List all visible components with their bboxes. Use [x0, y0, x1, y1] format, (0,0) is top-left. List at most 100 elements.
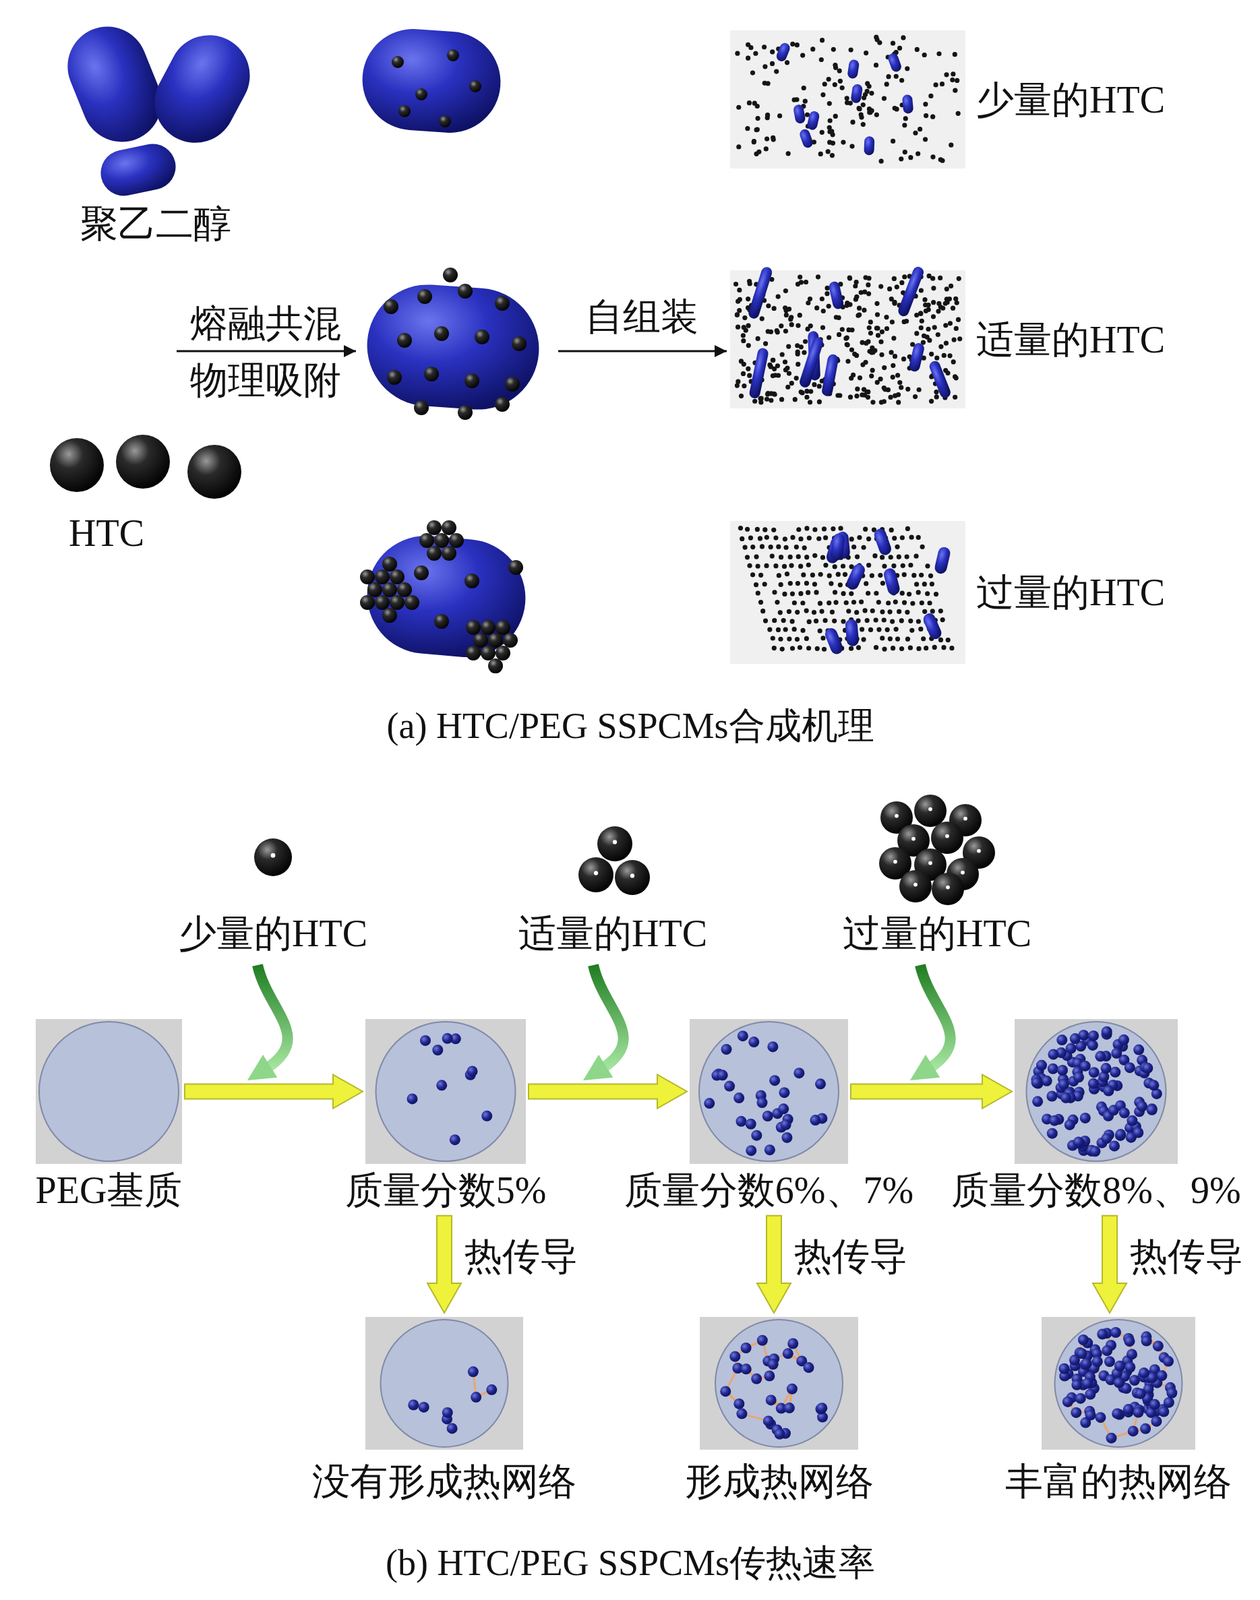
htc-dot [949, 77, 955, 83]
htc-dot [950, 71, 956, 77]
htc-dot [856, 645, 861, 650]
figure-panel: 少量的HTC [246, 830, 300, 956]
htc-particle [1148, 1080, 1159, 1091]
htc-dot [951, 359, 956, 365]
htc-dot [866, 325, 872, 331]
htc-dot [922, 136, 928, 142]
htc-particle [720, 1044, 732, 1056]
htc-particle [1087, 1040, 1099, 1052]
htc-sphere [382, 608, 398, 623]
htc-particle [1062, 1396, 1074, 1408]
htc-dot [909, 628, 915, 634]
htc-particle [432, 1044, 443, 1056]
htc-dot [899, 646, 905, 652]
htc-dot [916, 589, 921, 595]
htc-dot [837, 525, 843, 531]
htc-dot [860, 637, 866, 642]
htc-particle [1059, 1363, 1070, 1375]
htc-dot [767, 626, 772, 632]
htc-sphere [360, 595, 375, 611]
htc-dot [821, 647, 827, 652]
htc-dot [785, 384, 791, 390]
htc-dot [904, 610, 910, 615]
htc-dot [879, 609, 885, 615]
htc-particle [1077, 1334, 1089, 1346]
htc-dot [868, 91, 874, 96]
htc-dot [891, 535, 897, 541]
htc-dot [780, 351, 785, 357]
htc-particle [1089, 1146, 1101, 1157]
htc-particle [735, 1116, 747, 1128]
htc-dot [947, 320, 953, 326]
htc-dot [735, 324, 741, 330]
peg-matrix [1026, 1022, 1167, 1162]
htc-sphere [442, 267, 458, 283]
htc-particle [1127, 1425, 1139, 1437]
htc-dot [824, 291, 830, 296]
htc-particle [1046, 1090, 1058, 1102]
htc-dot [890, 363, 896, 369]
htc-dot [746, 100, 752, 106]
sphere-highlight [894, 814, 899, 819]
htc-sphere [508, 560, 524, 576]
htc-particle [1102, 1085, 1114, 1097]
htc-dot [795, 362, 801, 367]
peg-capsule [821, 353, 840, 398]
htc-sphere [382, 582, 398, 598]
htc-dot [854, 393, 859, 399]
htc-particle [1163, 1397, 1175, 1409]
htc-dot [941, 645, 946, 650]
htc-dot [860, 122, 866, 127]
htc-dot [745, 55, 751, 61]
htc-particle [803, 1362, 815, 1374]
htc-dot [903, 115, 909, 121]
htc-particle [1119, 1107, 1130, 1119]
htc-dot [756, 149, 762, 155]
htc-dot [740, 371, 746, 377]
htc-dot [931, 285, 936, 291]
htc-dot [931, 300, 936, 305]
htc-dot [957, 336, 963, 342]
process-arrows [176, 351, 727, 352]
composite-section [365, 1317, 524, 1451]
htc-dot [815, 646, 820, 652]
panel-label: HTC [68, 512, 145, 555]
htc-dot [898, 384, 904, 390]
htc-dot [826, 304, 832, 309]
htc-dot [792, 397, 798, 402]
feed-arrow [257, 965, 288, 1070]
htc-dot [800, 628, 805, 634]
htc-dot [804, 608, 809, 614]
htc-dot [788, 581, 793, 586]
htc-particle [757, 1335, 768, 1347]
htc-particle [1032, 1096, 1043, 1107]
htc-dot [879, 352, 884, 358]
htc-dot [771, 306, 777, 311]
htc-dot [768, 544, 774, 550]
peg-capsule [823, 626, 845, 656]
htc-dot [878, 284, 884, 290]
htc-dot [905, 526, 911, 532]
htc-dot [781, 618, 787, 623]
htc-dot [916, 387, 922, 393]
htc-dot [804, 395, 809, 400]
htc-dot [924, 563, 930, 569]
htc-dot [773, 535, 778, 541]
htc-dot [788, 554, 793, 560]
htc-dot [765, 112, 770, 118]
htc-dot [908, 562, 913, 568]
htc-dot [862, 608, 867, 613]
htc-sphere [480, 645, 496, 661]
figure-panel: 过量的HTC [730, 521, 966, 665]
htc-particle [1073, 1136, 1085, 1148]
htc-dot [833, 113, 838, 119]
htc-dot [771, 136, 776, 142]
htc-dot [881, 646, 887, 652]
htc-dot [807, 296, 813, 302]
htc-dot [757, 535, 763, 541]
htc-sphere [389, 595, 405, 611]
htc-dot [913, 554, 919, 559]
htc-particle [740, 1363, 752, 1375]
htc-sphere [398, 105, 411, 118]
panel-label: 质量分数5% [345, 1169, 547, 1213]
